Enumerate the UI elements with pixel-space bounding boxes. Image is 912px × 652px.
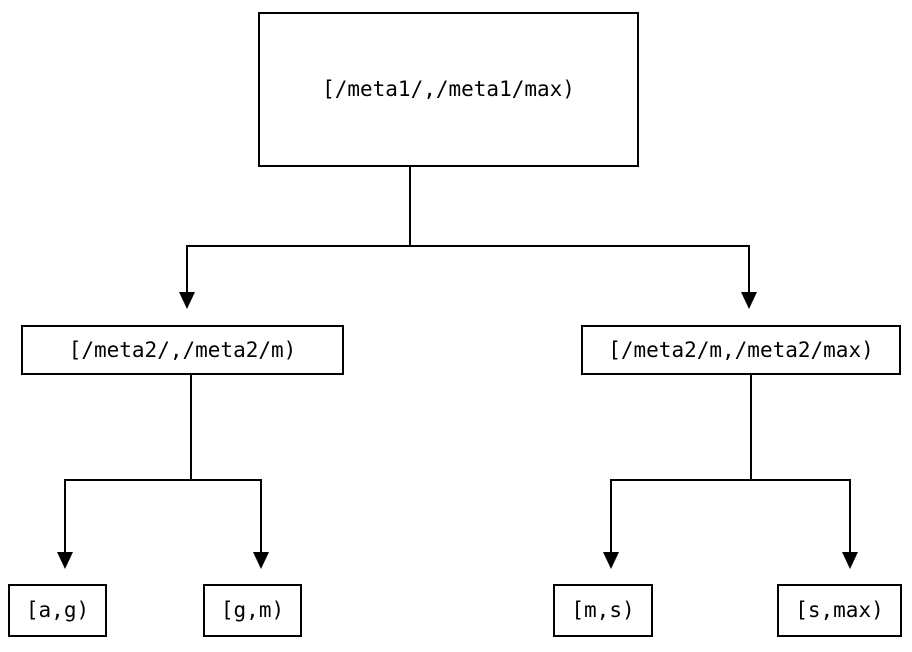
edge-root-stem [409, 167, 411, 247]
node-leaf-2[interactable]: [g,m) [203, 584, 302, 637]
node-leaf-4[interactable]: [s,max) [777, 584, 902, 637]
edge-mid-left-to-leaf-1 [64, 479, 66, 553]
arrowhead-to-leaf-1 [57, 552, 73, 569]
node-leaf-1-label: [a,g) [25, 598, 90, 622]
edge-mid-left-stem [190, 375, 192, 481]
edge-mid-left-crossbar [64, 479, 262, 481]
node-leaf-1[interactable]: [a,g) [8, 584, 107, 637]
node-root-label: [/meta1/,/meta1/max) [322, 77, 575, 101]
arrowhead-to-leaf-3 [603, 552, 619, 569]
arrowhead-to-leaf-4 [842, 552, 858, 569]
edge-mid-left-to-leaf-2 [260, 479, 262, 553]
node-leaf-3[interactable]: [m,s) [553, 584, 653, 637]
edge-mid-right-crossbar [610, 479, 851, 481]
node-root[interactable]: [/meta1/,/meta1/max) [258, 12, 639, 167]
edge-root-to-mid-left [186, 245, 188, 293]
edge-mid-right-stem [750, 375, 752, 481]
node-leaf-2-label: [g,m) [220, 598, 285, 622]
arrowhead-to-leaf-2 [253, 552, 269, 569]
node-mid-left[interactable]: [/meta2/,/meta2/m) [21, 325, 344, 375]
arrowhead-to-mid-right [741, 292, 757, 309]
node-mid-right-label: [/meta2/m,/meta2/max) [608, 337, 874, 362]
edge-root-crossbar [186, 245, 750, 247]
node-mid-left-label: [/meta2/,/meta2/m) [68, 337, 297, 362]
edge-mid-right-to-leaf-4 [849, 479, 851, 553]
node-leaf-4-label: [s,max) [795, 598, 884, 622]
node-mid-right[interactable]: [/meta2/m,/meta2/max) [581, 325, 901, 375]
arrowhead-to-mid-left [179, 292, 195, 309]
edge-root-to-mid-right [748, 245, 750, 293]
node-leaf-3-label: [m,s) [571, 598, 635, 622]
edge-mid-right-to-leaf-3 [610, 479, 612, 553]
